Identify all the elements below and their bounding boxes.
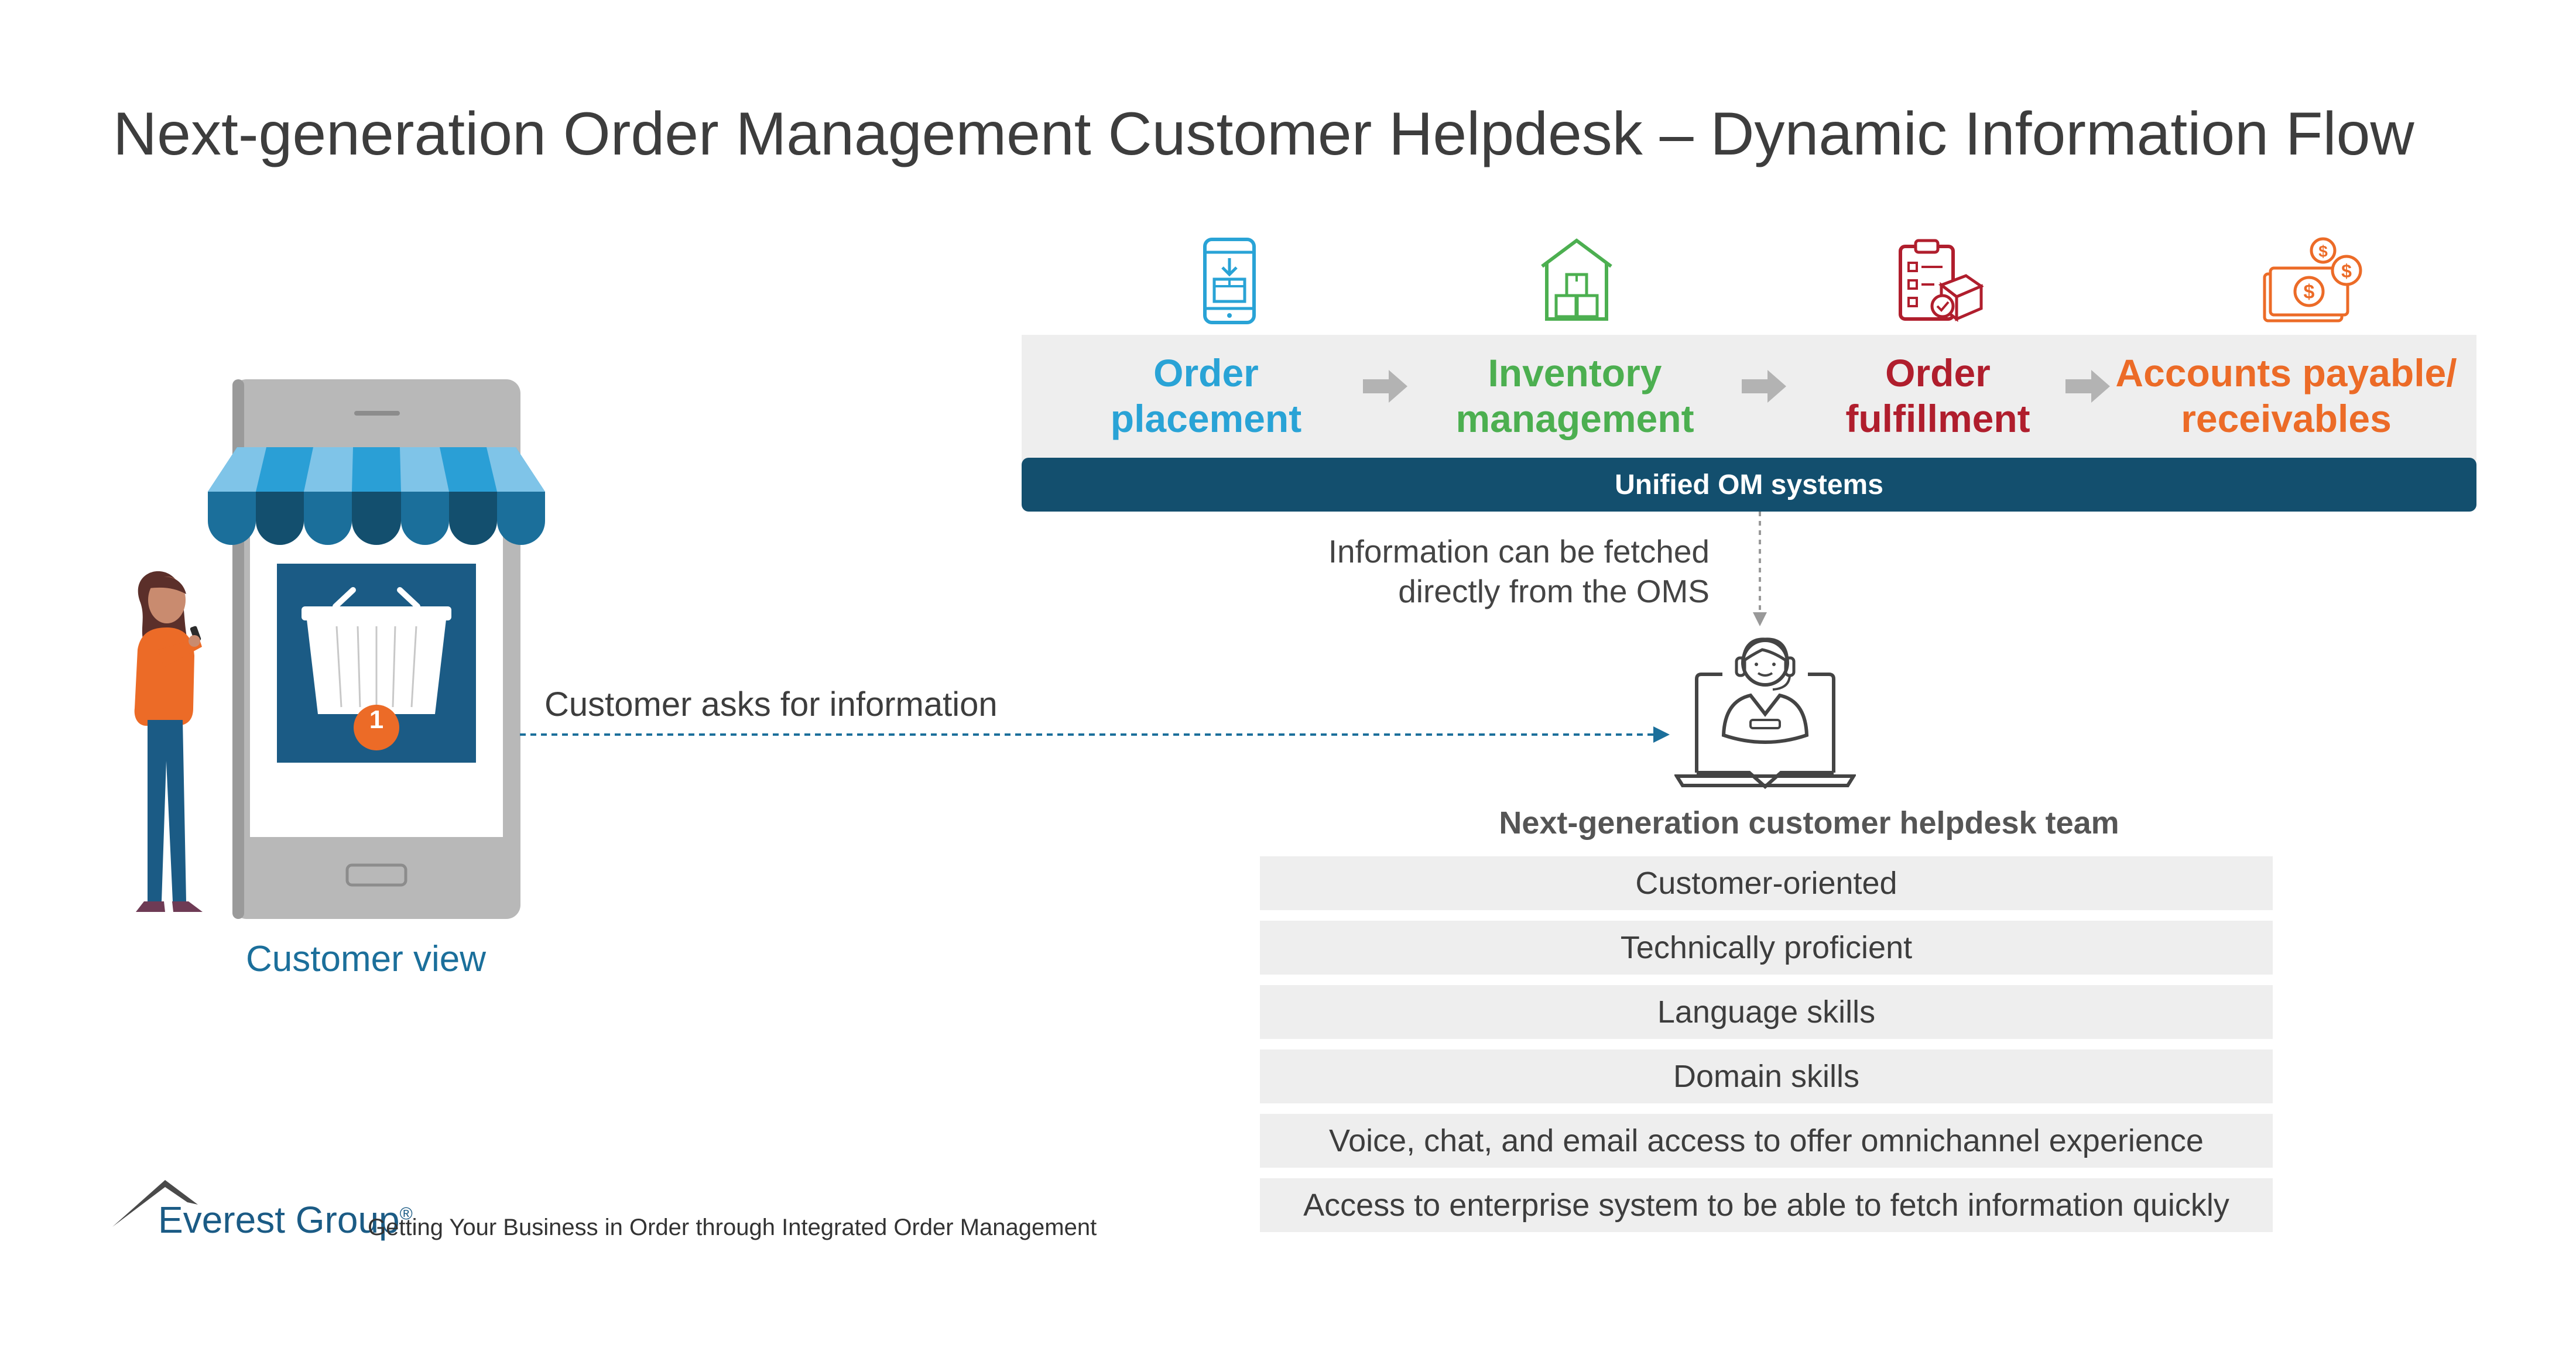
process-stages-panel <box>1022 335 2476 461</box>
skill-item: Domain skills <box>1260 1049 2273 1103</box>
customer-to-helpdesk-connector <box>520 726 1670 743</box>
page-title: Next-generation Order Management Custome… <box>113 100 2414 168</box>
stage-order-fulfillment: Order fulfillment <box>1803 350 2073 441</box>
arrow-right-icon <box>1363 370 1407 403</box>
customer-person-icon <box>134 571 203 912</box>
mobile-order-icon <box>1203 238 1256 324</box>
stage-label-line1: Accounts payable/ <box>2115 351 2457 395</box>
stage-label-line1: Inventory <box>1488 351 1662 395</box>
everest-group-brand: Everest Group® <box>158 1198 413 1241</box>
stage-label-line2: placement <box>1110 397 1302 440</box>
fetch-note: Information can be fetched directly from… <box>1229 531 1710 611</box>
stage-order-placement: Order placement <box>1077 350 1335 441</box>
helpdesk-agent-icon <box>1674 637 1856 790</box>
stage-label-line1: Order <box>1153 351 1259 395</box>
oms-to-helpdesk-connector <box>1753 512 1767 626</box>
customer-asks-label: Customer asks for information <box>544 685 998 723</box>
customer-view-label: Customer view <box>246 939 486 979</box>
helpdesk-team-title: Next-generation customer helpdesk team <box>1499 805 2119 841</box>
stage-label-line2: fulfillment <box>1845 397 2030 440</box>
stage-inventory-management: Inventory management <box>1429 350 1721 441</box>
stage-label-line2: management <box>1455 397 1694 440</box>
skill-item: Language skills <box>1260 985 2273 1039</box>
svg-text:$: $ <box>2304 281 2315 303</box>
arrow-right-icon <box>2065 370 2110 403</box>
stage-label-line1: Order <box>1885 351 1991 395</box>
report-subtitle: Getting Your Business in Order through I… <box>368 1215 1097 1240</box>
fetch-note-line1: Information can be fetched <box>1328 533 1710 570</box>
fetch-note-line2: directly from the OMS <box>1398 573 1710 609</box>
skill-item: Voice, chat, and email access to offer o… <box>1260 1114 2273 1168</box>
brand-name: Everest Group <box>158 1199 400 1241</box>
everest-mountain-logo-icon <box>112 1180 198 1227</box>
skill-item: Technically proficient <box>1260 921 2273 975</box>
warehouse-icon <box>1541 238 1612 321</box>
stage-label-line2: receivables <box>2181 397 2392 440</box>
arrow-right-icon <box>1742 370 1786 403</box>
stage-accounts-payable-receivables: Accounts payable/ receivables <box>2108 350 2465 441</box>
phone-store-illustration <box>208 379 545 919</box>
registered-mark: ® <box>399 1204 413 1224</box>
skill-item: Customer-oriented <box>1260 856 2273 910</box>
svg-text:$: $ <box>2318 242 2328 260</box>
money-icon: $ $ $ <box>2263 237 2362 323</box>
unified-om-systems-bar: Unified OM systems <box>1022 458 2476 512</box>
notification-badge: 1 <box>369 705 384 734</box>
svg-text:$: $ <box>2341 260 2352 282</box>
clipboard-package-icon <box>1899 239 1984 322</box>
skill-item: Access to enterprise system to be able t… <box>1260 1178 2273 1232</box>
